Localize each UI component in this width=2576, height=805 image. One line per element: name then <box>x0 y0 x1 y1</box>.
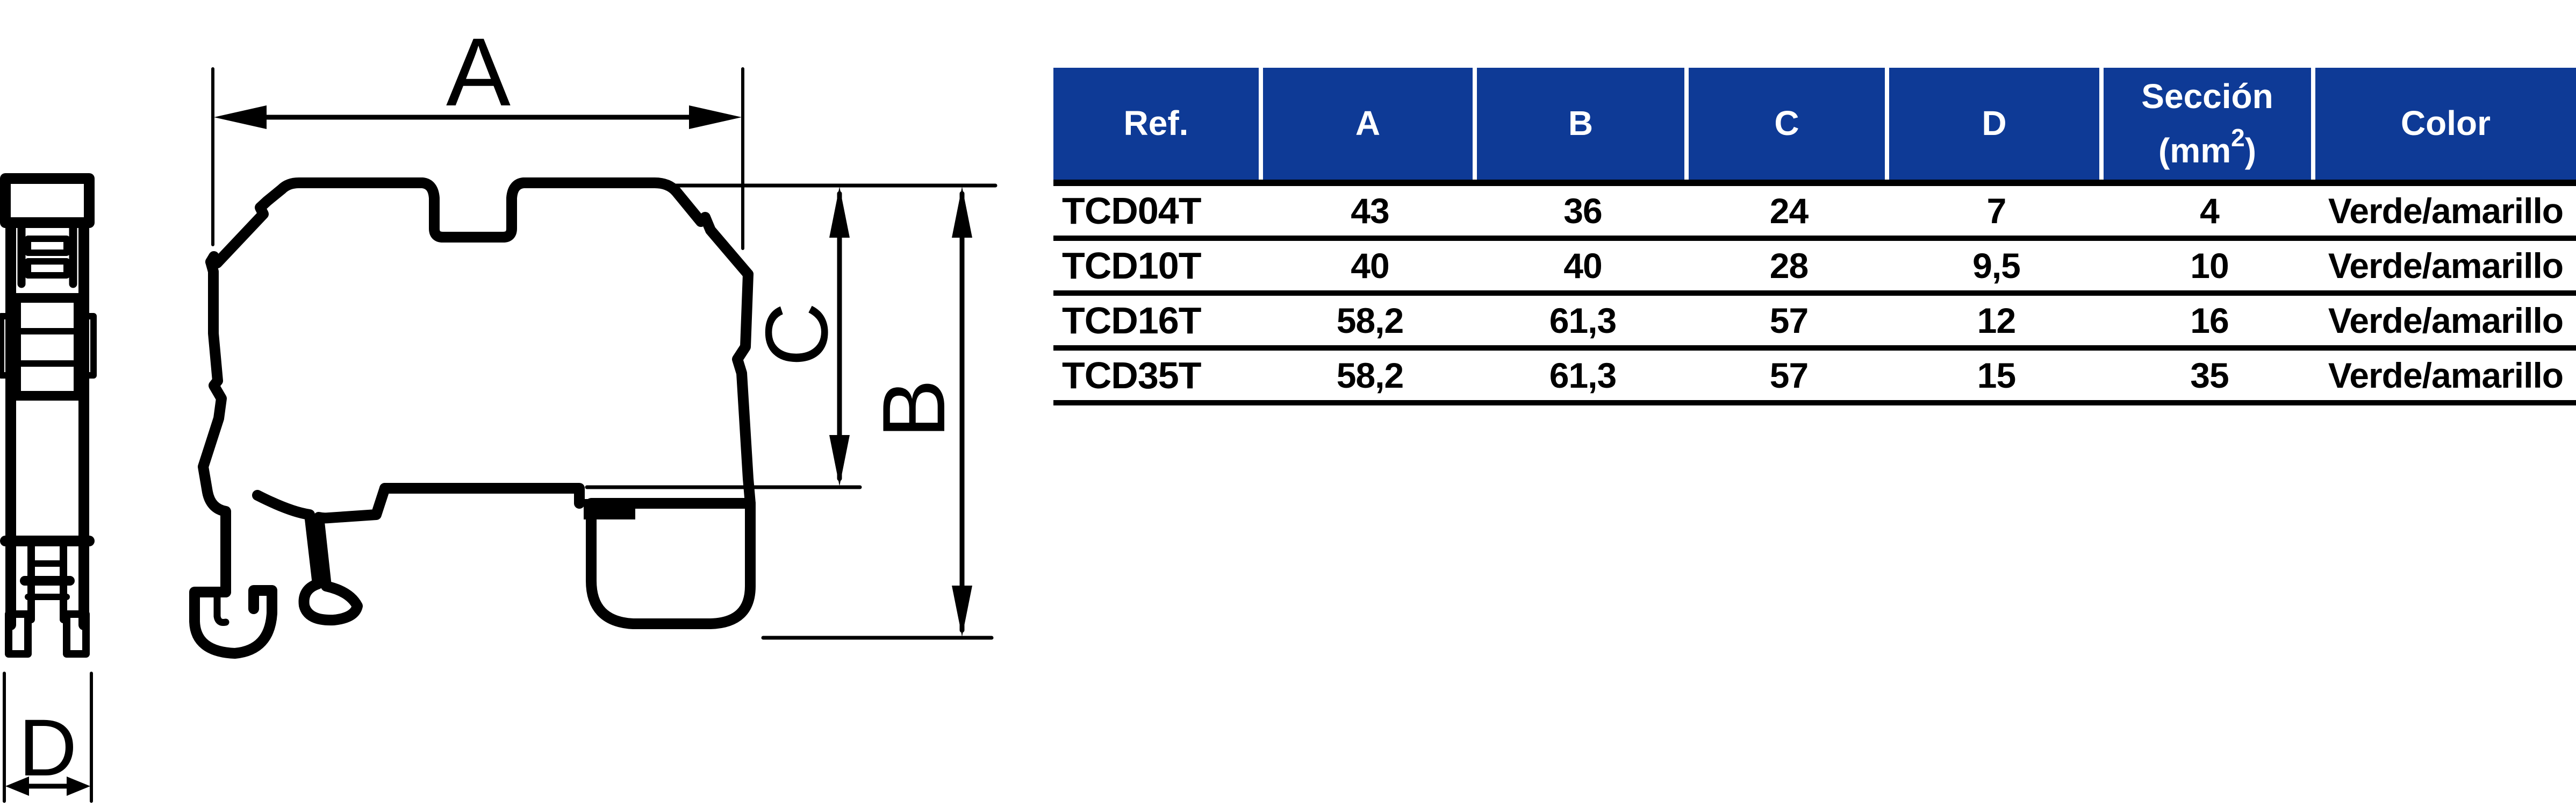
cell-color: Verde/amarillo <box>2328 191 2564 231</box>
side-release-lever <box>252 483 390 626</box>
dim-label-c: C <box>747 302 846 366</box>
dim-a-arrowhead-right <box>689 105 742 129</box>
cell-ref: TCD35T <box>1062 354 1201 396</box>
dim-d-arrowhead-left <box>5 776 29 796</box>
cell-color: Verde/amarillo <box>2328 355 2564 395</box>
cell-seccion: 4 <box>2200 191 2220 231</box>
side-view-drawing <box>189 177 756 659</box>
side-right-edge <box>732 269 756 509</box>
cell-ref: TCD10T <box>1062 245 1201 287</box>
table-row: TCD16T 58,2 61,3 57 12 16 Verde/amarillo <box>1053 296 2576 351</box>
front-view-drawing <box>0 173 97 658</box>
dim-a-arrowhead-left <box>214 105 267 129</box>
dim-d-arrowhead-right <box>67 776 90 796</box>
cell-color: Verde/amarillo <box>2328 301 2564 340</box>
col-header-c: C <box>1689 68 1889 180</box>
table-row: TCD10T 40 40 28 9,5 10 Verde/amarillo <box>1053 241 2576 296</box>
cell-d: 7 <box>1986 191 2007 231</box>
cell-a: 58,2 <box>1336 301 1404 340</box>
cell-b: 61,3 <box>1549 301 1617 340</box>
col-header-color: Color <box>2400 104 2491 143</box>
cell-ref: TCD16T <box>1062 300 1201 341</box>
cell-d: 9,5 <box>1972 246 2021 286</box>
front-top-cap <box>0 173 95 228</box>
cell-c: 57 <box>1769 301 1809 340</box>
dim-label-a: A <box>446 18 511 126</box>
dim-b-arrowhead-up <box>952 187 972 238</box>
cell-a: 40 <box>1351 246 1389 286</box>
cell-c: 28 <box>1769 246 1809 286</box>
col-header-seccion: Sección (mm2) <box>2104 68 2315 180</box>
dim-c-arrowhead-up <box>829 187 850 238</box>
cell-b: 36 <box>1563 191 1602 231</box>
cell-c: 24 <box>1769 191 1809 231</box>
side-foot-section-line <box>379 483 585 509</box>
side-top-outline <box>205 177 754 280</box>
terminal-block-dimension-drawing: A C B D <box>0 18 998 803</box>
dim-b-arrowhead-down <box>952 586 972 637</box>
front-side-rails <box>5 217 89 630</box>
front-left-tab <box>0 313 19 379</box>
front-right-tab <box>75 313 97 379</box>
cell-a: 43 <box>1351 191 1389 231</box>
col-header-a: A <box>1263 68 1477 180</box>
side-left-edge <box>198 257 231 597</box>
cell-b: 61,3 <box>1549 355 1617 395</box>
side-right-foot <box>586 498 756 629</box>
cell-c: 57 <box>1769 355 1809 395</box>
dim-c-arrowhead-down <box>829 435 850 486</box>
col-header-ref: Ref. <box>1053 68 1263 180</box>
cell-seccion: 10 <box>2190 246 2229 286</box>
dim-label-b: B <box>864 379 963 438</box>
front-clamp-slot-upper <box>25 236 70 256</box>
col-header-d: D <box>1889 68 2104 180</box>
cell-a: 58,2 <box>1336 355 1404 395</box>
front-clamp-posts <box>17 224 77 288</box>
spec-table: Ref. A B C D Sección (mm2) Color TCD04T … <box>1053 68 2576 405</box>
front-left-foot <box>5 610 32 658</box>
cell-seccion: 35 <box>2190 355 2229 395</box>
cell-ref: TCD04T <box>1062 190 1201 232</box>
dim-a-extension-lines <box>211 67 744 250</box>
dim-label-d: D <box>19 702 77 793</box>
side-left-foot-slot <box>213 588 229 626</box>
table-row: TCD04T 43 36 24 7 4 Verde/amarillo <box>1053 186 2576 241</box>
cell-d: 15 <box>1977 355 2016 395</box>
side-right-foot-step <box>584 499 635 519</box>
front-mid-window-lines <box>18 328 76 367</box>
table-header-row: Ref. A B C D Sección (mm2) Color <box>1053 68 2576 186</box>
cell-color: Verde/amarillo <box>2328 246 2564 286</box>
side-left-foot-hook <box>189 585 277 659</box>
cell-seccion: 16 <box>2190 301 2229 340</box>
cell-b: 40 <box>1563 246 1602 286</box>
col-header-b: B <box>1477 68 1689 180</box>
front-right-foot <box>63 610 90 658</box>
table-row: TCD35T 58,2 61,3 57 15 35 Verde/amarillo <box>1053 351 2576 405</box>
front-mid-window <box>11 293 83 401</box>
dim-d-extension-lines <box>3 672 93 803</box>
cell-d: 12 <box>1977 301 2016 340</box>
front-clamp-slot-lower <box>25 258 70 279</box>
dimension-annotations: A C B D <box>3 18 998 803</box>
